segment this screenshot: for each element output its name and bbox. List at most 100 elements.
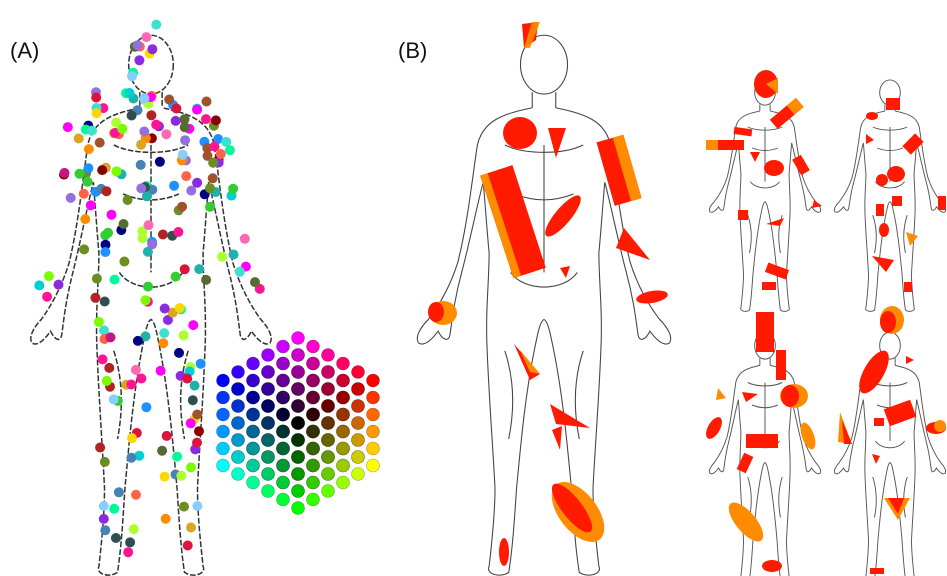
cube-sphere bbox=[277, 476, 290, 489]
region-shape bbox=[737, 453, 754, 474]
colored-dot bbox=[74, 134, 84, 144]
cube-sphere bbox=[277, 442, 290, 455]
colored-dot bbox=[174, 348, 184, 358]
colored-dot bbox=[54, 280, 64, 290]
cube-sphere bbox=[352, 417, 365, 430]
colored-dot bbox=[186, 186, 196, 196]
colored-dot bbox=[192, 438, 202, 448]
cube-sphere bbox=[277, 493, 290, 506]
colored-dot bbox=[205, 183, 215, 193]
cube-sphere bbox=[292, 400, 305, 413]
colored-dot bbox=[91, 93, 101, 103]
cube-sphere bbox=[247, 425, 260, 438]
colored-dot bbox=[127, 111, 137, 121]
colored-dot bbox=[126, 453, 136, 463]
region-shape bbox=[723, 497, 769, 547]
region-shape bbox=[764, 160, 784, 176]
cube-sphere bbox=[322, 417, 335, 430]
colored-dot bbox=[133, 336, 143, 346]
cube-sphere bbox=[292, 485, 305, 498]
cube-sphere bbox=[337, 391, 350, 404]
colored-dot bbox=[110, 275, 120, 285]
body-figure-b-small-3 bbox=[709, 332, 820, 576]
colored-dot bbox=[159, 328, 169, 338]
colored-dot bbox=[60, 168, 70, 178]
colored-dot bbox=[188, 320, 198, 330]
colored-dot bbox=[95, 138, 105, 148]
cube-sphere bbox=[247, 459, 260, 472]
region-shape bbox=[934, 420, 946, 432]
region-shape bbox=[886, 98, 900, 110]
regions-b-small bbox=[703, 70, 946, 574]
colored-dot bbox=[80, 214, 90, 224]
cube-sphere bbox=[337, 442, 350, 455]
cube-sphere bbox=[262, 349, 275, 362]
region-shape bbox=[938, 196, 946, 210]
cube-sphere bbox=[352, 383, 365, 396]
colored-dot bbox=[179, 330, 189, 340]
colored-dot bbox=[111, 166, 121, 176]
cube-sphere bbox=[292, 349, 305, 362]
colored-dot bbox=[139, 93, 149, 103]
colored-dot bbox=[102, 376, 112, 386]
colored-dot bbox=[208, 173, 218, 183]
region-shape bbox=[552, 426, 562, 450]
cube-sphere bbox=[322, 383, 335, 396]
colored-dot bbox=[194, 426, 204, 436]
colored-dot bbox=[99, 514, 109, 524]
colored-dot bbox=[79, 189, 89, 199]
colored-dot bbox=[90, 293, 100, 303]
cube-sphere bbox=[262, 383, 275, 396]
colored-dot bbox=[186, 418, 196, 428]
cube-sphere bbox=[292, 417, 305, 430]
colored-dot bbox=[125, 537, 135, 547]
colored-dot bbox=[147, 239, 157, 249]
colored-dot bbox=[158, 230, 168, 240]
cube-sphere bbox=[217, 459, 230, 472]
cube-sphere bbox=[307, 408, 320, 421]
region-shape bbox=[792, 155, 810, 176]
colored-dot bbox=[127, 71, 137, 81]
regions-b-large bbox=[428, 22, 669, 566]
region-shape bbox=[480, 165, 546, 278]
cube-sphere bbox=[367, 459, 380, 472]
colored-dot bbox=[160, 304, 170, 314]
colored-dot bbox=[235, 267, 245, 277]
cube-sphere bbox=[307, 476, 320, 489]
region-shape bbox=[884, 400, 916, 426]
colored-dot bbox=[86, 200, 96, 210]
cube-sphere bbox=[277, 357, 290, 370]
cube-sphere bbox=[307, 459, 320, 472]
cube-sphere bbox=[307, 442, 320, 455]
colored-dot bbox=[139, 127, 149, 137]
cube-sphere bbox=[277, 425, 290, 438]
colored-dot bbox=[205, 202, 215, 212]
colored-dot bbox=[119, 257, 129, 267]
body-figure-b-small-2 bbox=[834, 80, 945, 311]
colored-dot bbox=[125, 88, 135, 98]
cube-sphere bbox=[307, 425, 320, 438]
cube-sphere bbox=[322, 400, 335, 413]
colored-dot bbox=[172, 452, 182, 462]
cube-sphere bbox=[247, 442, 260, 455]
colored-dot bbox=[136, 140, 146, 150]
colored-dot bbox=[177, 202, 187, 212]
colored-dot bbox=[180, 122, 190, 132]
cube-sphere bbox=[232, 468, 245, 481]
colored-dot bbox=[136, 160, 146, 170]
colored-dot bbox=[201, 275, 211, 285]
region-shape bbox=[872, 256, 894, 272]
colored-dot bbox=[176, 471, 186, 481]
colored-dot bbox=[151, 20, 161, 30]
colored-dot bbox=[151, 120, 161, 130]
colored-dot bbox=[201, 114, 211, 124]
region-shape bbox=[880, 311, 896, 333]
cube-sphere bbox=[217, 391, 230, 404]
colored-dot bbox=[66, 193, 76, 203]
region-shape bbox=[870, 568, 884, 574]
colored-dot bbox=[182, 374, 192, 384]
region-shape bbox=[874, 418, 884, 426]
cube-sphere bbox=[292, 366, 305, 379]
colored-dot bbox=[103, 228, 113, 238]
colored-dot bbox=[162, 431, 172, 441]
